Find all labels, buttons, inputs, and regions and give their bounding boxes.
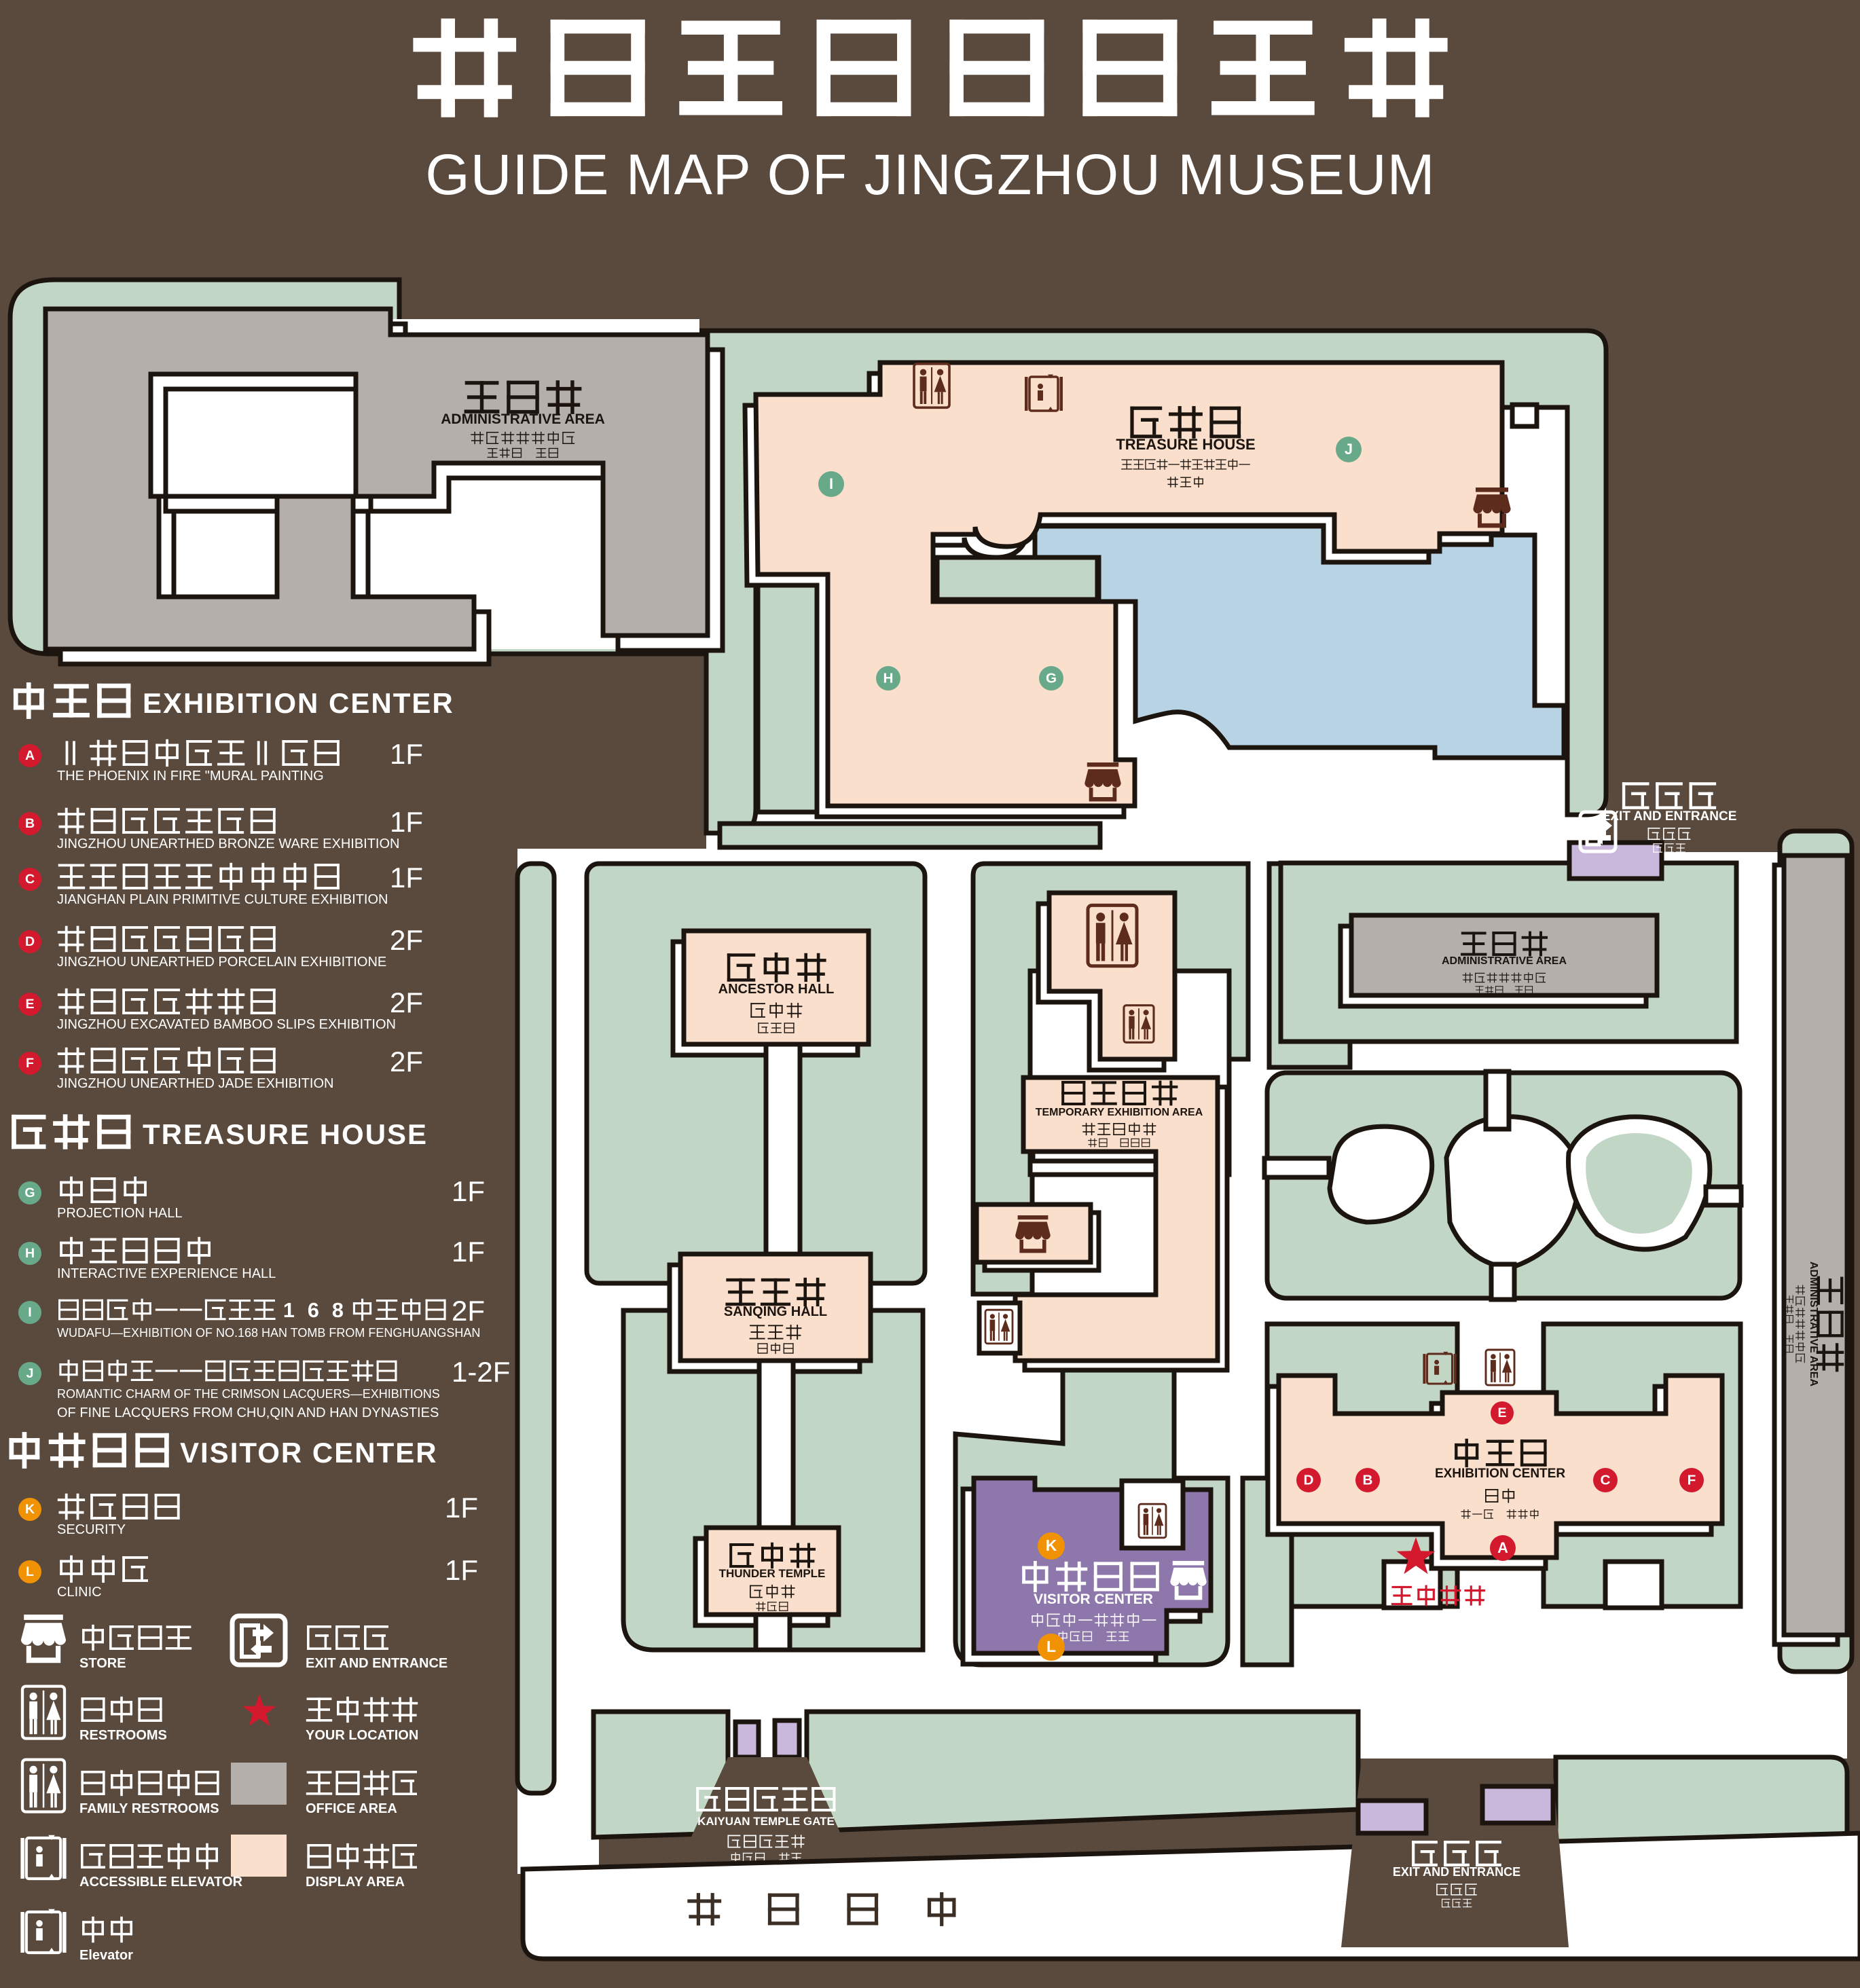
svg-text:1F: 1F bbox=[390, 738, 423, 770]
svg-text:TREASURE HOUSE: TREASURE HOUSE bbox=[143, 1118, 428, 1150]
svg-text:2F: 2F bbox=[452, 1295, 485, 1327]
svg-text:1F: 1F bbox=[390, 806, 423, 838]
svg-text:GUIDE MAP OF JINGZHOU MUSEUM: GUIDE MAP OF JINGZHOU MUSEUM bbox=[425, 143, 1435, 206]
svg-text:J: J bbox=[26, 1366, 34, 1381]
svg-text:J: J bbox=[1345, 441, 1353, 458]
svg-text:STORE: STORE bbox=[79, 1656, 126, 1671]
svg-text:6: 6 bbox=[308, 1299, 319, 1322]
svg-text:EXIT AND ENTRANCE: EXIT AND ENTRANCE bbox=[1393, 1865, 1520, 1879]
svg-text:2F: 2F bbox=[390, 1046, 423, 1078]
svg-text:A: A bbox=[1497, 1539, 1508, 1556]
svg-text:1F: 1F bbox=[452, 1175, 485, 1207]
svg-text:B: B bbox=[25, 816, 35, 831]
svg-text:JINGZHOU EXCAVATED BAMBOO SLIP: JINGZHOU EXCAVATED BAMBOO SLIPS EXHIBITI… bbox=[57, 1017, 396, 1032]
svg-text:1F: 1F bbox=[452, 1236, 485, 1268]
svg-text:E: E bbox=[1497, 1405, 1506, 1420]
svg-text:INTERACTIVE EXPERIENCE HALL: INTERACTIVE EXPERIENCE HALL bbox=[57, 1266, 276, 1281]
svg-text:8: 8 bbox=[332, 1299, 344, 1322]
svg-text:1-2F: 1-2F bbox=[452, 1356, 510, 1388]
svg-text:D: D bbox=[25, 934, 35, 949]
svg-text:2F: 2F bbox=[390, 924, 423, 956]
svg-text:C: C bbox=[1601, 1472, 1611, 1488]
svg-text:1F: 1F bbox=[445, 1554, 478, 1586]
svg-text:VISITOR CENTER: VISITOR CENTER bbox=[180, 1437, 438, 1469]
svg-text:RESTROOMS: RESTROOMS bbox=[79, 1728, 167, 1743]
svg-text:ADMINISTRATIVE AREA: ADMINISTRATIVE AREA bbox=[441, 411, 605, 427]
svg-text:JIANGHAN PLAIN PRIMITIVE CULTU: JIANGHAN PLAIN PRIMITIVE CULTURE EXHIBIT… bbox=[57, 892, 388, 907]
svg-text:H: H bbox=[883, 670, 894, 686]
svg-text:TREASURE HOUSE: TREASURE HOUSE bbox=[1116, 436, 1255, 453]
svg-text:2F: 2F bbox=[390, 987, 423, 1018]
svg-text:SECURITY: SECURITY bbox=[57, 1522, 126, 1537]
svg-text:WUDAFU—EXHIBITION OF NO.168 HA: WUDAFU—EXHIBITION OF NO.168 HAN TOMB FRO… bbox=[57, 1326, 480, 1340]
svg-text:K: K bbox=[25, 1502, 35, 1517]
svg-text:F: F bbox=[26, 1056, 34, 1071]
svg-text:B: B bbox=[1363, 1472, 1373, 1488]
svg-text:THUNDER TEMPLE: THUNDER TEMPLE bbox=[719, 1567, 826, 1580]
svg-text:SANQING HALL: SANQING HALL bbox=[724, 1304, 827, 1319]
svg-text:1F: 1F bbox=[445, 1492, 478, 1524]
svg-text:C: C bbox=[25, 872, 35, 887]
svg-text:ACCESSIBLE ELEVATOR: ACCESSIBLE ELEVATOR bbox=[79, 1875, 243, 1890]
svg-text:EXHIBITION CENTER: EXHIBITION CENTER bbox=[143, 687, 454, 719]
svg-text:I: I bbox=[28, 1305, 31, 1320]
svg-text:FAMILY RESTROOMS: FAMILY RESTROOMS bbox=[79, 1801, 219, 1816]
svg-text:CLINIC: CLINIC bbox=[57, 1585, 102, 1600]
svg-text:TEMPORARY EXHIBITION AREA: TEMPORARY EXHIBITION AREA bbox=[1036, 1107, 1203, 1118]
svg-text:K: K bbox=[1046, 1536, 1057, 1554]
svg-text:E: E bbox=[25, 997, 34, 1012]
svg-text:I: I bbox=[829, 475, 833, 492]
svg-text:1: 1 bbox=[283, 1299, 295, 1322]
svg-text:L: L bbox=[1046, 1638, 1056, 1655]
svg-text:ROMANTIC CHARM OF THE CRIMSON: ROMANTIC CHARM OF THE CRIMSON LACQUERS—E… bbox=[57, 1387, 440, 1401]
svg-text:EXIT AND ENTRANCE: EXIT AND ENTRANCE bbox=[306, 1656, 448, 1671]
svg-text:EXIT AND ENTRANCE: EXIT AND ENTRANCE bbox=[1602, 809, 1737, 824]
svg-text:DISPLAY AREA: DISPLAY AREA bbox=[306, 1875, 405, 1890]
svg-text:KAIYUAN TEMPLE GATE: KAIYUAN TEMPLE GATE bbox=[697, 1815, 835, 1828]
svg-text:JINGZHOU UNEARTHED BRONZE WARE: JINGZHOU UNEARTHED BRONZE WARE EXHIBITIO… bbox=[57, 836, 399, 851]
svg-text:1F: 1F bbox=[390, 862, 423, 894]
svg-text:A: A bbox=[25, 748, 35, 763]
svg-text:THE PHOENIX IN FIRE "MURAL PAI: THE PHOENIX IN FIRE "MURAL PAINTING bbox=[57, 769, 324, 784]
svg-text:OF FINE LACQUERS FROM CHU,QIN: OF FINE LACQUERS FROM CHU,QIN AND HAN DY… bbox=[57, 1405, 439, 1420]
svg-text:ANCESTOR HALL: ANCESTOR HALL bbox=[718, 982, 835, 997]
svg-text:JINGZHOU UNEARTHED JADE EXHIBI: JINGZHOU UNEARTHED JADE EXHIBITION bbox=[57, 1076, 333, 1091]
svg-text:F: F bbox=[1688, 1472, 1696, 1488]
svg-text:VISITOR CENTER: VISITOR CENTER bbox=[1034, 1591, 1153, 1607]
svg-text:YOUR LOCATION: YOUR LOCATION bbox=[306, 1728, 418, 1743]
svg-text:OFFICE AREA: OFFICE AREA bbox=[306, 1801, 397, 1816]
svg-text:D: D bbox=[1304, 1472, 1314, 1488]
svg-text:G: G bbox=[24, 1185, 35, 1200]
svg-text:Elevator: Elevator bbox=[79, 1948, 133, 1963]
svg-text:L: L bbox=[26, 1564, 34, 1579]
svg-text:JINGZHOU UNEARTHED PORCELAIN E: JINGZHOU UNEARTHED PORCELAIN EXHIBITIONE bbox=[57, 955, 386, 970]
svg-text:PROJECTION HALL: PROJECTION HALL bbox=[57, 1206, 182, 1221]
svg-text:H: H bbox=[25, 1246, 35, 1261]
svg-text:ADMINISTRATIVE AREA: ADMINISTRATIVE AREA bbox=[1442, 955, 1567, 967]
svg-text:EXHIBITION CENTER: EXHIBITION CENTER bbox=[1435, 1467, 1565, 1481]
svg-text:G: G bbox=[1046, 670, 1057, 686]
svg-text:ADMINISTRATIVE AREA: ADMINISTRATIVE AREA bbox=[1808, 1262, 1819, 1386]
